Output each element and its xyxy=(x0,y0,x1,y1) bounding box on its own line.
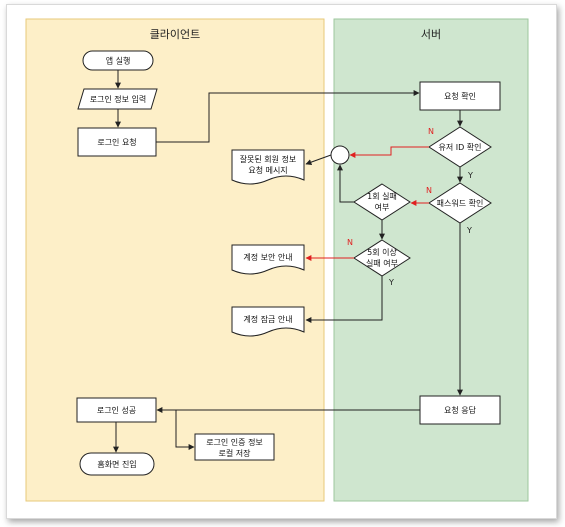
node-wrong-info-doc: 잘못된 회원 정보 요청 메시지 xyxy=(231,149,305,185)
svg-text:요청 확인: 요청 확인 xyxy=(444,91,476,101)
svg-text:계정 보안 안내: 계정 보안 안내 xyxy=(243,252,292,262)
svg-text:로그인 성공: 로그인 성공 xyxy=(97,405,136,415)
svg-text:잘못된 회원 정보: 잘못된 회원 정보 xyxy=(240,154,297,164)
label-password-yes: Y xyxy=(466,226,472,235)
server-lane-title: 서버 xyxy=(421,28,441,41)
svg-text:로그인 인증 정보: 로그인 인증 정보 xyxy=(206,437,263,447)
edge-failonce-to-circle xyxy=(337,164,354,203)
node-fail-once: 1회 실패 여부 xyxy=(353,183,411,221)
svg-text:실패 여부: 실패 여부 xyxy=(366,258,398,268)
svg-text:홈화면 진입: 홈화면 진입 xyxy=(97,459,136,469)
svg-text:로그인 요청: 로그인 요청 xyxy=(97,137,136,147)
node-login-success: 로그인 성공 xyxy=(76,397,157,423)
svg-text:5회 이상: 5회 이상 xyxy=(367,247,397,257)
label-userid-no: N xyxy=(428,127,434,136)
svg-text:여부: 여부 xyxy=(375,202,390,212)
label-failfive-no: N xyxy=(347,238,353,247)
label-failfive-yes: Y xyxy=(388,278,394,287)
node-app-run: 앱 실행 xyxy=(82,50,154,71)
label-userid-yes: Y xyxy=(467,171,473,180)
svg-text:유저 ID 확인: 유저 ID 확인 xyxy=(438,142,481,152)
edge-userid-no xyxy=(349,146,429,158)
edge-circle-to-doc xyxy=(305,154,332,165)
svg-text:로컬 저장: 로컬 저장 xyxy=(219,448,252,458)
svg-text:계정 잠금 안내: 계정 잠금 안내 xyxy=(243,314,292,324)
edge-success-to-save xyxy=(175,410,195,450)
edge-failfive-to-lock xyxy=(305,276,383,323)
node-security-notice: 계정 보안 안내 xyxy=(231,244,305,275)
node-response: 요청 응답 xyxy=(419,395,501,425)
svg-text:요청 메시지: 요청 메시지 xyxy=(248,166,287,175)
connector-circle xyxy=(330,145,350,165)
node-request-check: 요청 확인 xyxy=(419,81,501,111)
svg-text:패스워드 확인: 패스워드 확인 xyxy=(437,198,484,208)
client-lane-title: 클라이언트 xyxy=(150,28,201,41)
node-login-input: 로그인 정보 입력 xyxy=(77,88,158,110)
node-home-enter: 홈화면 진입 xyxy=(79,452,155,476)
svg-text:로그인 정보 입력: 로그인 정보 입력 xyxy=(90,94,147,104)
label-password-no: N xyxy=(426,186,432,195)
node-lock-notice: 계정 잠금 안내 xyxy=(231,306,305,337)
svg-text:앱 실행: 앱 실행 xyxy=(106,56,131,66)
node-login-request: 로그인 요청 xyxy=(77,127,157,157)
edge-request-to-server xyxy=(156,90,420,143)
node-save-local: 로그인 인증 정보 로컬 저장 xyxy=(194,433,275,461)
svg-text:요청 응답: 요청 응답 xyxy=(444,405,477,415)
svg-text:1회 실패: 1회 실패 xyxy=(367,191,397,201)
